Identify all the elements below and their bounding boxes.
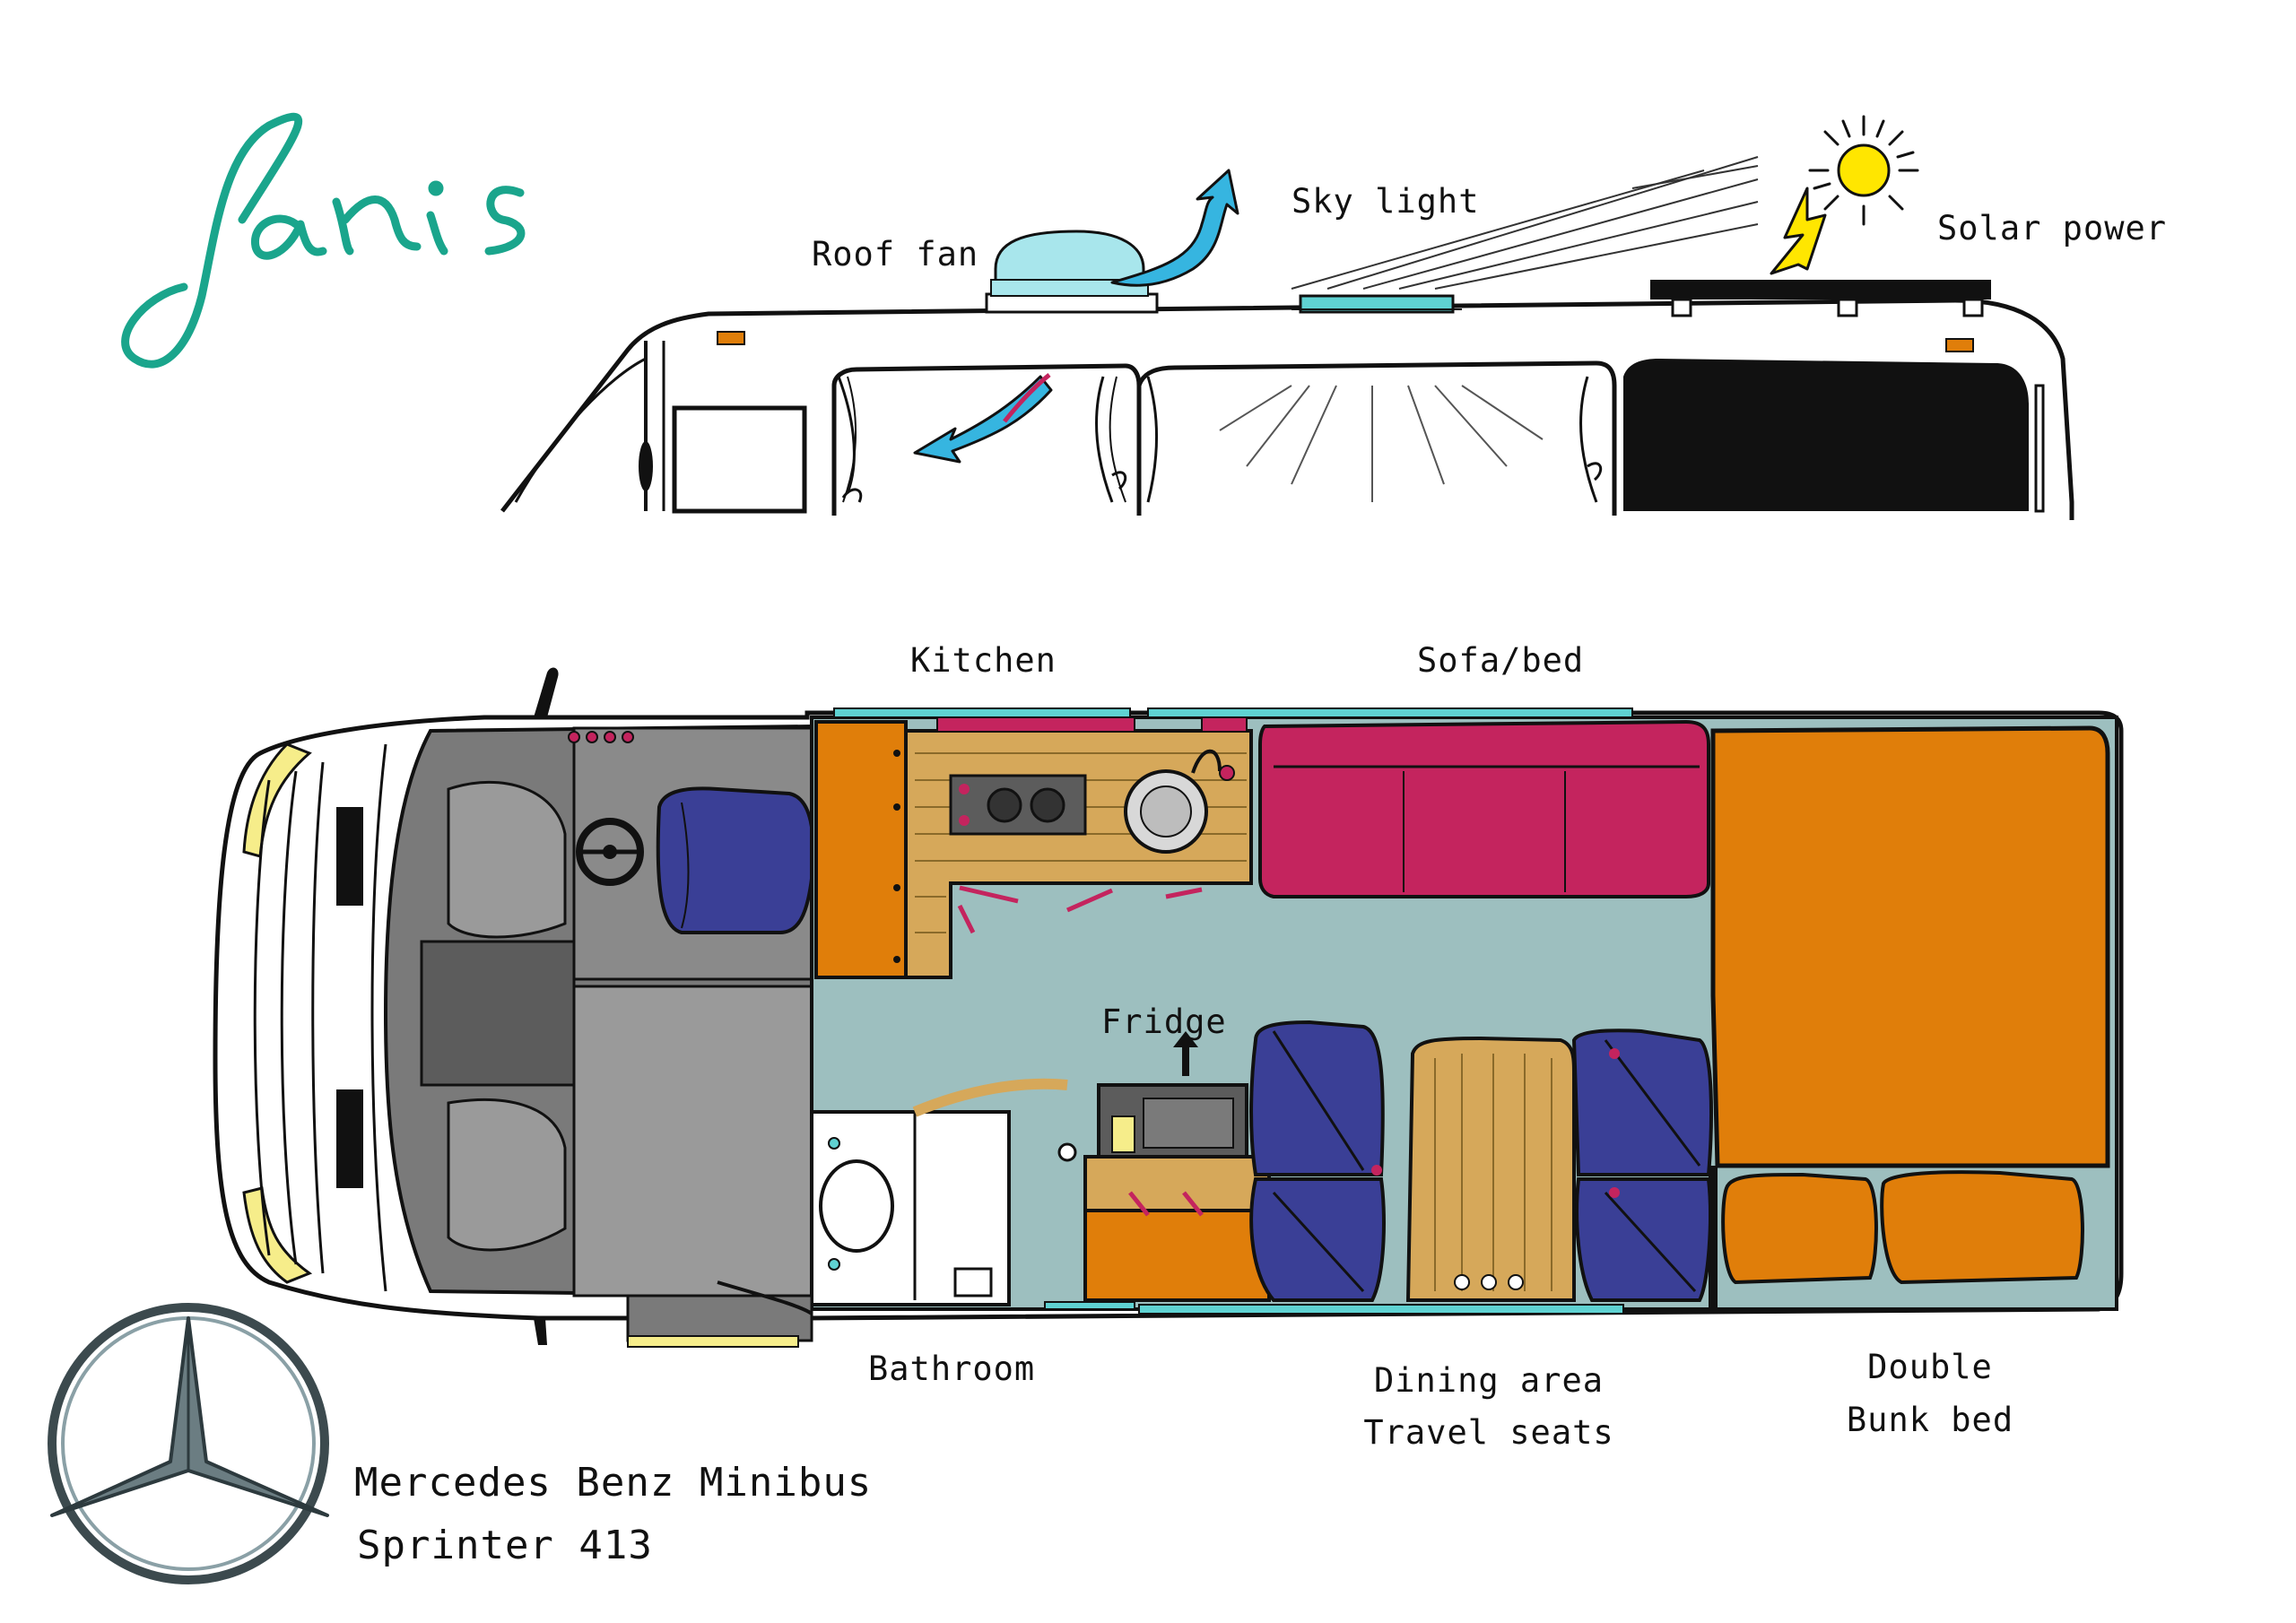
floor-plan [213,667,2124,1348]
fridge [1097,1083,1248,1163]
label-solar-power: Solar power [1937,209,2168,247]
label-bunk-bed: Bunk bed [1846,1401,2014,1439]
solar-panel [1650,280,1991,317]
kitchen-cabinet [814,720,908,979]
travel-seat [1249,1177,1386,1302]
label-travel-seats: Travel seats [1363,1413,1614,1452]
bunk-pillow-left [1721,1172,1878,1285]
dining-table [1405,1036,1576,1302]
sink-icon [1124,749,1235,854]
label-sofa-bed: Sofa/bed [1417,641,1585,680]
side-view [500,115,2074,520]
label-fridge: Fridge [1101,1002,1227,1041]
travel-seat [1571,1028,1713,1176]
airflow-arrow-icon [913,169,1239,464]
lightning-icon [1770,187,1827,275]
label-kitchen: Kitchen [910,641,1057,680]
double-bed [1710,725,2110,1168]
fridge-arrow-icon [1173,1031,1198,1076]
sofa-bed [1258,719,1710,898]
roof-fan-icon [985,230,1159,314]
label-dining-area: Dining area [1373,1361,1605,1400]
travel-seat [1249,1020,1385,1176]
rear-window [1623,359,2029,511]
stove-icon [949,774,1087,836]
label-roof-fan: Roof fan [812,235,979,273]
bunk-pillow-right [1880,1170,2084,1285]
sun-icon [1808,115,1919,226]
label-bathroom: Bathroom [868,1350,1036,1388]
travel-seat [1575,1177,1712,1302]
toilet-icon [819,1159,894,1253]
label-double: Double [1867,1348,1993,1386]
signature-janis [121,112,526,369]
mercedes-star-logo [48,1303,329,1584]
skylight-icon [1292,294,1462,314]
title-line-1: Mercedes Benz Minibus [354,1460,873,1506]
label-sky-light: Sky light [1292,182,1480,221]
driver-seat [656,786,815,934]
title-line-2: Sprinter 413 [357,1523,653,1568]
steering-wheel-icon [576,818,644,886]
